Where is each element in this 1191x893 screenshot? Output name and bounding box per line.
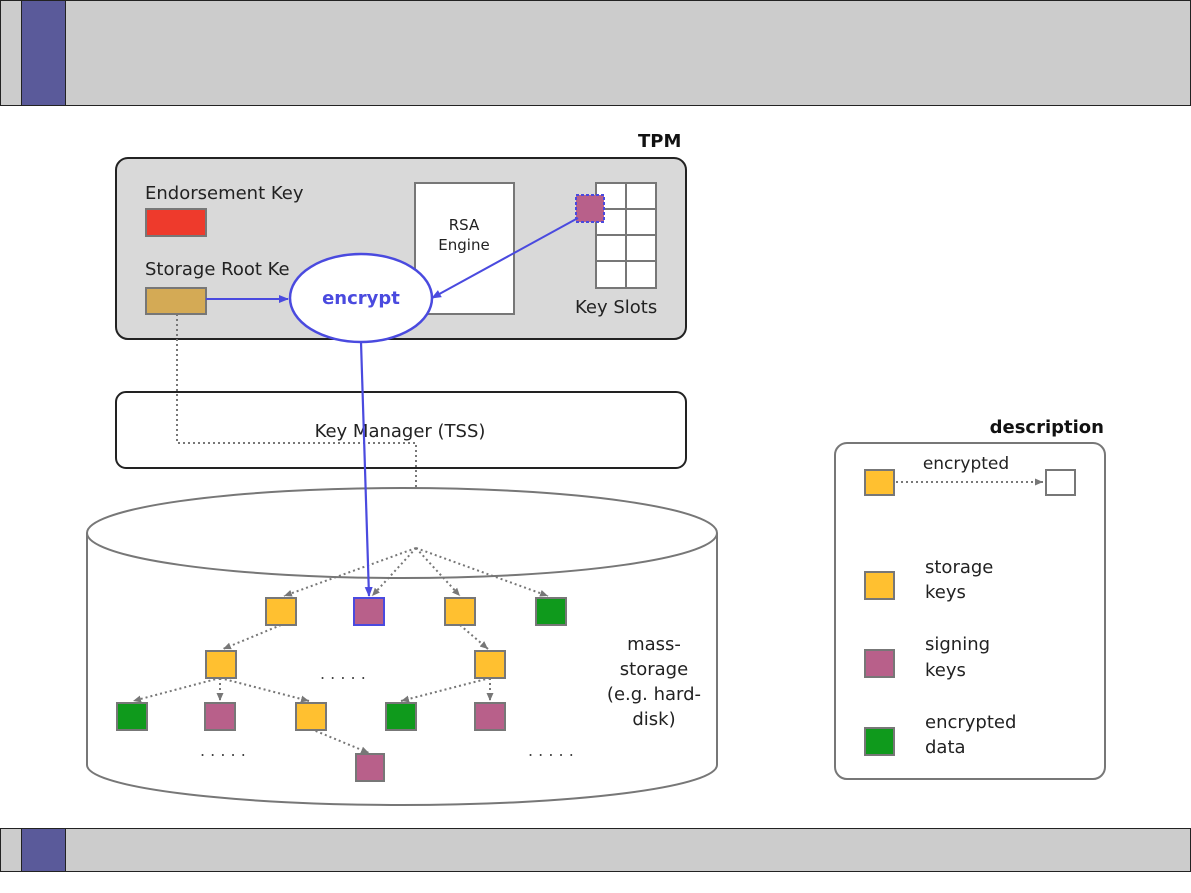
mass-storage-line-3: (e.g. hard-	[607, 684, 701, 705]
legend-signing-keys-1: signing	[925, 634, 990, 655]
storage-key-node	[265, 597, 297, 626]
storage-key-node	[205, 650, 237, 679]
slot-signing-key	[575, 194, 605, 223]
ellipsis-right: . . . . .	[528, 741, 574, 760]
mass-storage-line-4: disk)	[632, 709, 675, 730]
endorsement-key-label: Endorsement Key	[145, 183, 304, 204]
slot-to-encrypt-arrow	[431, 217, 579, 299]
storage-tree-arrows	[132, 547, 549, 754]
legend-encrypted-source	[864, 469, 895, 496]
storage-key-node	[295, 702, 327, 731]
encrypted-data-node	[385, 702, 417, 731]
footer-bar	[0, 828, 1191, 872]
key-manager-box	[115, 391, 687, 469]
key-manager-label: Key Manager (TSS)	[315, 421, 486, 442]
key-slots-grid	[595, 182, 657, 289]
legend-storage-key-swatch	[864, 571, 895, 600]
legend-storage-keys-2: keys	[925, 582, 966, 603]
header-accent	[21, 1, 66, 105]
encrypt-to-key-arrow	[359, 341, 373, 597]
signing-key-node	[204, 702, 236, 731]
storage-key-node	[474, 650, 506, 679]
footer-accent	[21, 829, 66, 871]
rsa-engine-label-1: RSA	[449, 216, 480, 234]
tpm-box	[115, 157, 687, 340]
legend-title: description	[990, 417, 1104, 438]
legend-signing-key-swatch	[864, 649, 895, 678]
mass-storage-line-2: storage	[620, 659, 688, 680]
legend-signing-keys-2: keys	[925, 660, 966, 681]
header-bar	[0, 0, 1191, 106]
encrypted-data-node	[535, 597, 567, 626]
mass-storage-cylinder	[86, 487, 718, 806]
endorsement-key	[145, 208, 207, 237]
tpm-label: TPM	[638, 131, 681, 152]
ellipsis-left: . . . . .	[200, 741, 246, 760]
legend-storage-keys-1: storage	[925, 557, 993, 578]
mass-storage-line-1: mass-	[627, 634, 681, 655]
legend-encrypted-data-swatch	[864, 727, 895, 756]
rsa-engine-label-2: Engine	[438, 236, 489, 254]
legend-encrypted-data-1: encrypted	[925, 712, 1016, 733]
legend-encrypted-data-2: data	[925, 737, 966, 758]
storage-root-key	[145, 287, 207, 315]
legend-box	[834, 442, 1106, 780]
signing-key-node	[355, 753, 385, 782]
storage-key-node	[444, 597, 476, 626]
encrypt-label: encrypt	[322, 288, 400, 309]
storage-root-key-label: Storage Root Ke	[145, 259, 290, 280]
ellipsis-middle: . . . . .	[320, 664, 366, 683]
key-slots-label: Key Slots	[575, 297, 657, 318]
encrypted-data-node	[116, 702, 148, 731]
signing-key-node	[474, 702, 506, 731]
signing-key-node-encrypted	[353, 597, 385, 626]
legend-encrypted-target	[1045, 469, 1076, 496]
legend-encrypted-label: encrypted	[923, 454, 1009, 474]
